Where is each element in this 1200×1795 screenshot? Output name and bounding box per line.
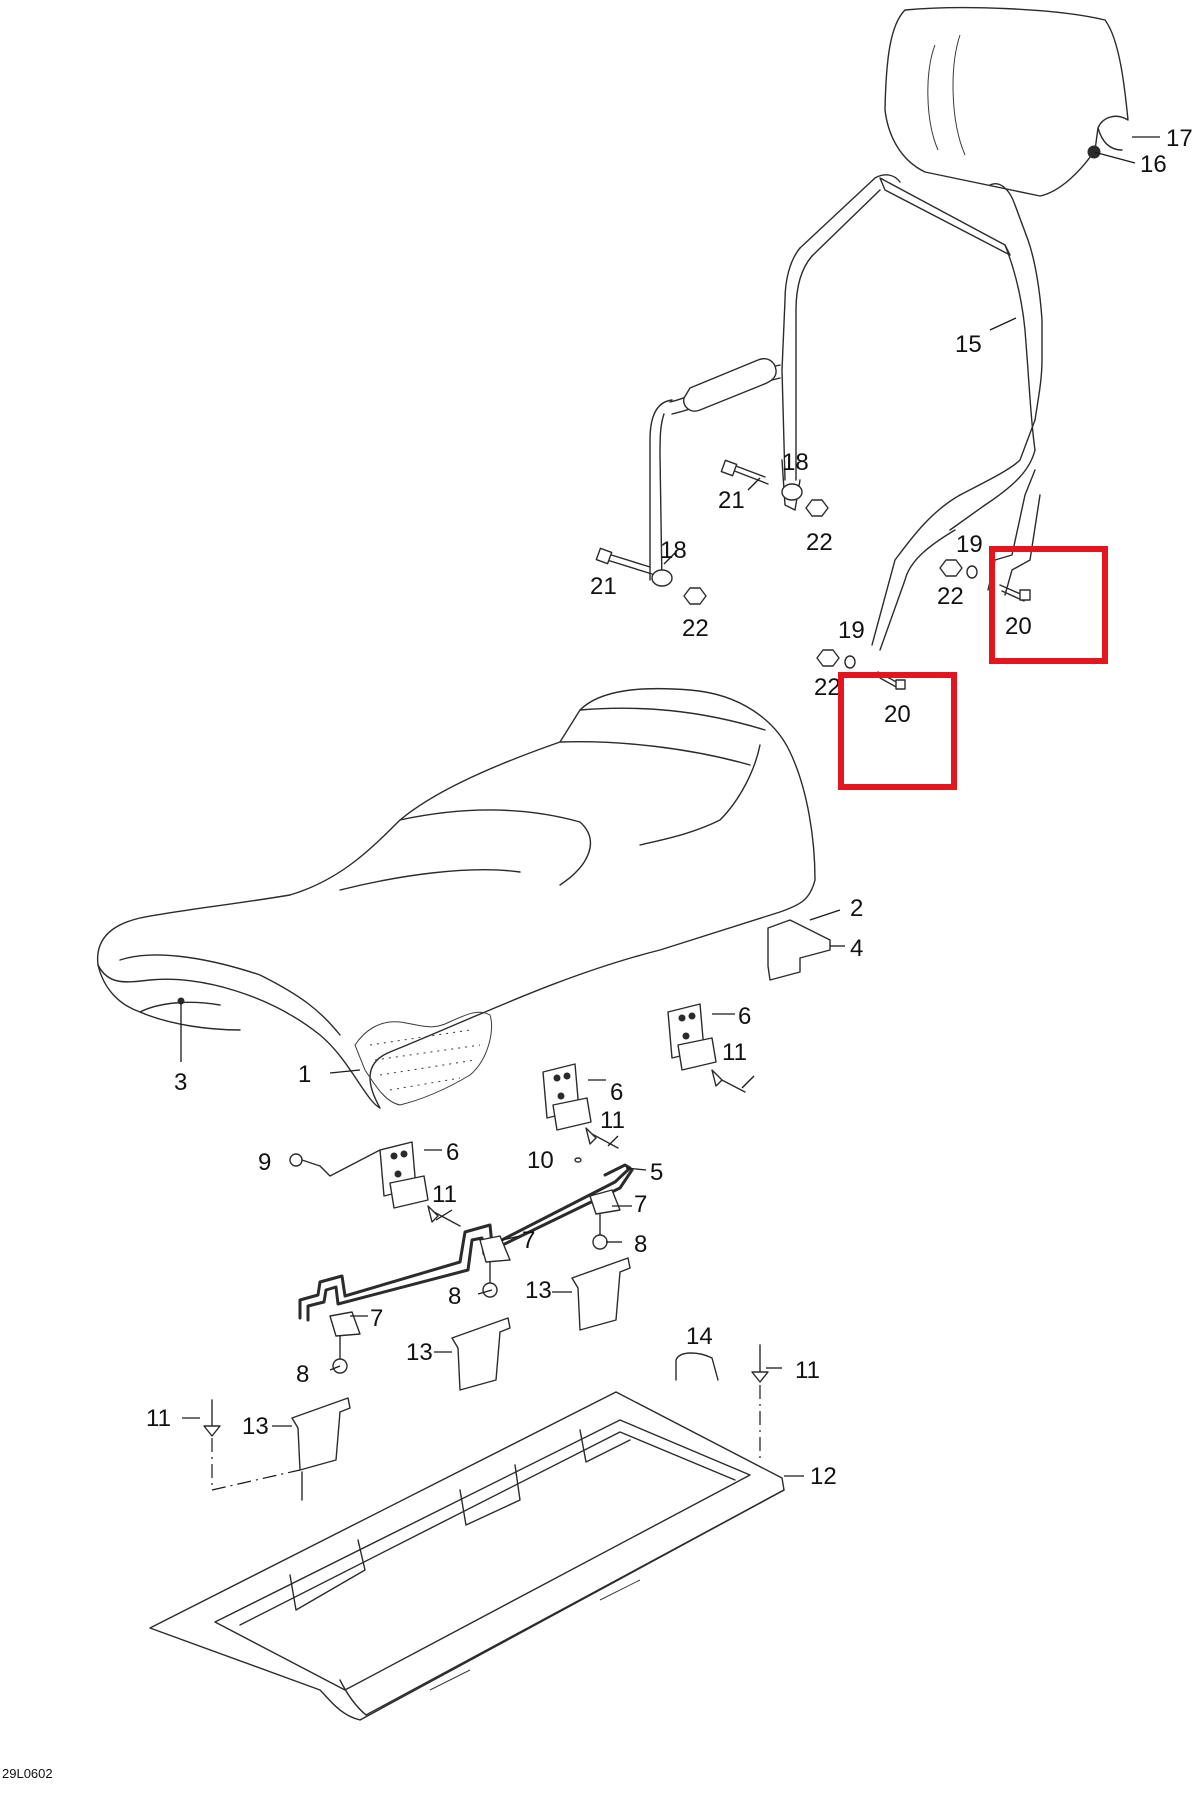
- part-labels: 17 16 15 18 21 22 18 21 22 19 22 20 19 2…: [146, 125, 1193, 1490]
- label-22c: 22: [937, 583, 964, 610]
- label-22b: 22: [682, 615, 709, 642]
- label-11c: 11: [432, 1181, 457, 1208]
- label-8c: 8: [296, 1361, 309, 1388]
- part-4-bracket: [767, 919, 831, 981]
- label-6a: 6: [738, 1003, 751, 1030]
- part-14-clip: [675, 1352, 719, 1381]
- seat: [96, 687, 816, 1109]
- label-20a: 20: [1005, 613, 1032, 640]
- part-9-screw: [289, 1149, 381, 1177]
- push-rivets: [203, 1344, 769, 1501]
- label-5: 5: [650, 1159, 663, 1186]
- label-8b: 8: [448, 1283, 461, 1310]
- part-12-tray: [149, 1391, 785, 1721]
- clips-and-screws: [329, 1189, 621, 1374]
- label-4: 4: [850, 935, 863, 962]
- label-6c: 6: [446, 1139, 459, 1166]
- label-22a: 22: [806, 529, 833, 556]
- label-14: 14: [686, 1323, 713, 1350]
- highlight-box-lower: [838, 672, 957, 790]
- label-20b: 20: [884, 701, 911, 728]
- diagram-code: 29L0602: [2, 1766, 53, 1781]
- label-19b: 19: [838, 617, 865, 644]
- label-11e: 11: [146, 1405, 171, 1432]
- label-13c: 13: [242, 1413, 269, 1440]
- label-22d: 22: [814, 674, 841, 701]
- label-10: 10: [527, 1147, 554, 1174]
- label-15: 15: [955, 331, 982, 358]
- label-13b: 13: [406, 1339, 433, 1366]
- part-5-wire: [298, 1157, 634, 1322]
- label-18b: 18: [660, 537, 687, 564]
- label-7c: 7: [370, 1305, 383, 1332]
- part-13-brackets: [291, 1257, 631, 1471]
- label-21a: 21: [718, 487, 745, 514]
- label-7b: 7: [522, 1227, 535, 1254]
- label-11d: 11: [795, 1357, 820, 1384]
- label-6b: 6: [610, 1079, 623, 1106]
- label-8a: 8: [634, 1231, 647, 1258]
- label-11a: 11: [722, 1039, 747, 1066]
- label-11b: 11: [600, 1107, 625, 1134]
- label-3: 3: [174, 1069, 187, 1096]
- hardware-upper: [595, 459, 829, 605]
- label-9: 9: [258, 1149, 271, 1176]
- label-13a: 13: [525, 1277, 552, 1304]
- highlight-box-upper: [989, 546, 1108, 664]
- label-2: 2: [850, 895, 863, 922]
- label-18a: 18: [782, 449, 809, 476]
- hinges: [379, 1003, 746, 1227]
- highlight-boxes: [838, 546, 1108, 790]
- label-16: 16: [1140, 151, 1167, 178]
- hardware-lower: [816, 559, 1031, 690]
- label-1: 1: [298, 1061, 311, 1088]
- headrest: [884, 7, 1129, 197]
- label-19a: 19: [956, 531, 983, 558]
- label-7a: 7: [634, 1191, 647, 1218]
- label-17: 17: [1166, 125, 1193, 152]
- label-21b: 21: [590, 573, 617, 600]
- label-12: 12: [810, 1463, 837, 1490]
- backrest-frame: [649, 174, 1043, 651]
- callout-leaders: [180, 136, 1160, 1477]
